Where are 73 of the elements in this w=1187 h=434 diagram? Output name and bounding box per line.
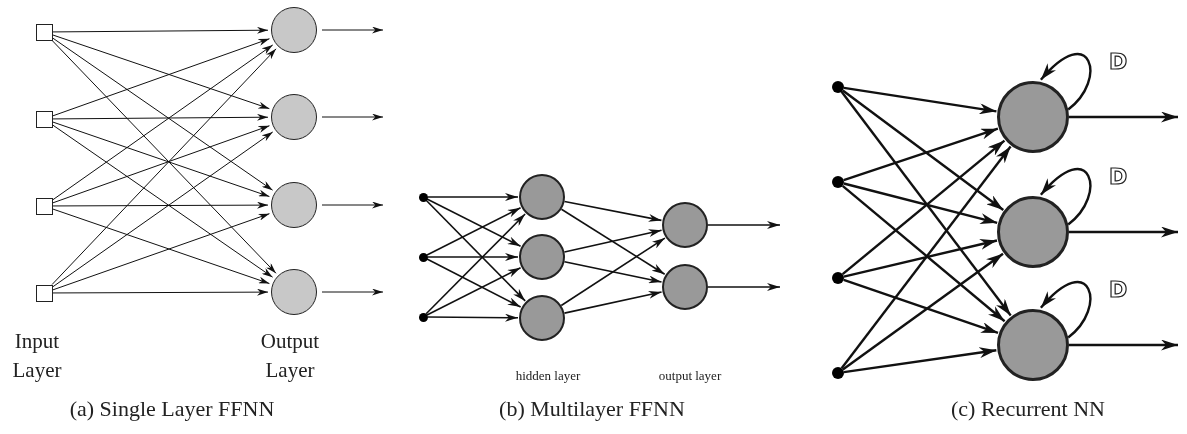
- input-square: [35, 23, 53, 41]
- arrow: [843, 239, 998, 278]
- arrow: [52, 201, 269, 209]
- edge-label: D: [1109, 51, 1128, 73]
- feedback-loop-arrow: [1040, 168, 1092, 226]
- arrow: [321, 113, 384, 121]
- feedback-loop-arrow: [1040, 53, 1092, 111]
- neuron-circle: [271, 94, 317, 140]
- neuron-circle: [271, 7, 317, 53]
- arrow: [563, 290, 663, 314]
- input-dot: [418, 312, 428, 322]
- arrow: [841, 184, 1006, 323]
- arrow: [843, 278, 999, 335]
- neuron-circle: [519, 234, 565, 280]
- arrow: [52, 26, 269, 34]
- input-dot: [832, 272, 844, 284]
- layer-label: Input Layer: [11, 328, 63, 384]
- arrow: [426, 198, 522, 247]
- neuron-circle: [271, 182, 317, 228]
- arrow: [840, 145, 1012, 369]
- caption: (b) Multilayer FFNN: [498, 396, 686, 422]
- neuron-circle: [519, 174, 565, 220]
- input-square: [35, 110, 53, 128]
- arrow: [843, 347, 997, 374]
- arrow: [321, 288, 384, 296]
- arrow: [426, 207, 522, 256]
- edge-label: D: [1109, 166, 1128, 188]
- caption: (c) Recurrent NN: [950, 396, 1106, 422]
- arrow: [563, 200, 663, 222]
- arrow: [425, 199, 526, 302]
- input-square: [35, 284, 53, 302]
- arrow: [426, 253, 519, 261]
- feedback-loop-arrow: [1040, 281, 1092, 339]
- arrow: [52, 113, 269, 121]
- arrow: [840, 91, 1012, 317]
- caption: (a) Single Layer FFNN: [68, 396, 276, 422]
- arrow: [426, 267, 522, 316]
- arrow: [1069, 339, 1178, 351]
- input-square: [35, 197, 53, 215]
- arrow: [842, 89, 1005, 211]
- arrow: [426, 258, 522, 308]
- arrow: [321, 201, 384, 209]
- arrow: [1069, 226, 1178, 238]
- input-dot: [832, 81, 844, 93]
- arrow: [563, 260, 663, 284]
- arrow: [426, 313, 519, 322]
- input-dot: [418, 192, 428, 202]
- arrow: [1069, 111, 1178, 123]
- neuron-circle: [662, 202, 708, 248]
- arrow: [425, 213, 526, 315]
- arrow: [842, 252, 1004, 371]
- arrow: [843, 182, 998, 224]
- layer-label: output layer: [657, 368, 723, 384]
- arrow: [707, 221, 781, 229]
- input-dot: [832, 176, 844, 188]
- layer-label: hidden layer: [514, 368, 582, 384]
- arrow: [707, 283, 781, 291]
- arrow: [321, 26, 384, 34]
- arrow: [560, 208, 666, 276]
- arrow: [426, 193, 519, 201]
- edge-label: D: [1109, 279, 1128, 301]
- layer-label: Output Layer: [259, 328, 321, 384]
- neuron-circle: [662, 264, 708, 310]
- arrow: [560, 237, 666, 307]
- arrow: [843, 86, 997, 115]
- arrow: [52, 288, 269, 296]
- neuron-circle: [271, 269, 317, 315]
- neuron-circle: [519, 295, 565, 341]
- input-dot: [418, 252, 428, 262]
- input-dot: [832, 367, 844, 379]
- arrow: [843, 127, 999, 182]
- arrow: [841, 139, 1006, 276]
- arrow: [563, 229, 663, 253]
